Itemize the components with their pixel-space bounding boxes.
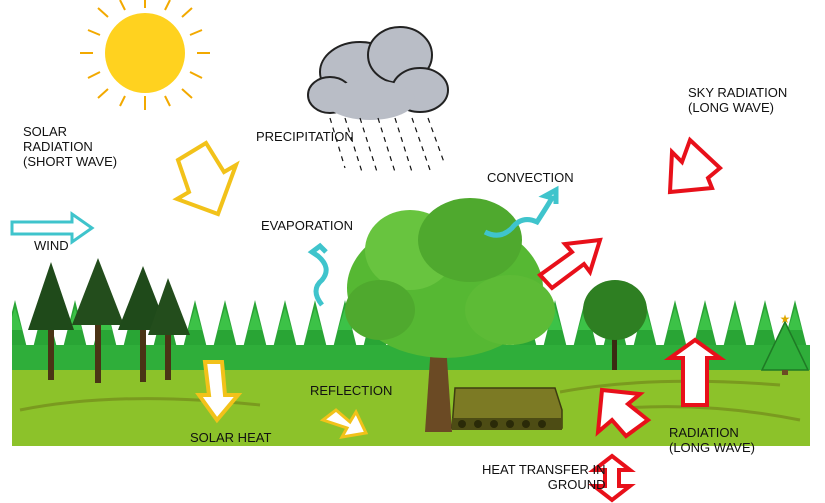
solar-radiation-label-line-2: RADIATION: [23, 139, 93, 154]
radiation-label-line-2: (LONG WAVE): [669, 440, 755, 455]
wind-label: WIND: [34, 238, 69, 253]
precipitation-label: PRECIPITATION: [256, 129, 354, 144]
reflection-label: REFLECTION: [310, 383, 393, 398]
solar-radiation-label: SOLAR RADIATION (SHORT WAVE): [23, 124, 117, 169]
rain-streaks: [329, 117, 446, 176]
sky-radiation-label-line-1: SKY RADIATION: [688, 85, 788, 100]
solar-radiation-arrow: [172, 140, 240, 217]
radiation-outgoing-arrow: [536, 237, 603, 291]
radiation-label-line-1: RADIATION: [669, 425, 739, 440]
radiation-up-arrow: [663, 337, 727, 407]
heat-transfer-label-line-1: HEAT TRANSFER IN: [482, 462, 606, 477]
convection-label: CONVECTION: [487, 170, 574, 185]
svg-text:★: ★: [780, 312, 791, 326]
convection-arrow: [483, 185, 559, 238]
cloud-icon: [307, 26, 449, 120]
heat-transfer-label-line-2: GROUND: [547, 477, 606, 492]
sky-radiation-label: SKY RADIATION (LONG WAVE): [688, 85, 787, 115]
solar-radiation-label-line-1: SOLAR: [23, 124, 68, 139]
reflection-arrow: [319, 408, 369, 439]
sky-radiation-label-line-2: (LONG WAVE): [688, 100, 774, 115]
christmas-tree: ★: [760, 312, 810, 375]
radiation-diagonal-arrow: [595, 387, 652, 439]
radiation-label: RADIATION (LONG WAVE): [669, 425, 755, 455]
oak-tree: [345, 198, 555, 432]
evaporation-label: EVAPORATION: [261, 218, 353, 233]
evaporation-arrow: [307, 242, 329, 307]
solar-radiation-label-line-3: (SHORT WAVE): [23, 154, 118, 169]
heat-transfer-label: HEAT TRANSFER IN GROUND: [482, 462, 606, 492]
small-tree: [583, 280, 647, 370]
sky-radiation-arrow: [667, 136, 724, 195]
solar-heat-arrow: [195, 360, 243, 424]
sun-icon: [80, 0, 210, 110]
heat-transfer-arrow: [588, 453, 636, 503]
wind-arrow: [10, 211, 95, 245]
solar-heat-label: SOLAR HEAT: [190, 430, 272, 445]
pine-trees: [28, 258, 190, 383]
armored-vehicle: [451, 387, 563, 430]
